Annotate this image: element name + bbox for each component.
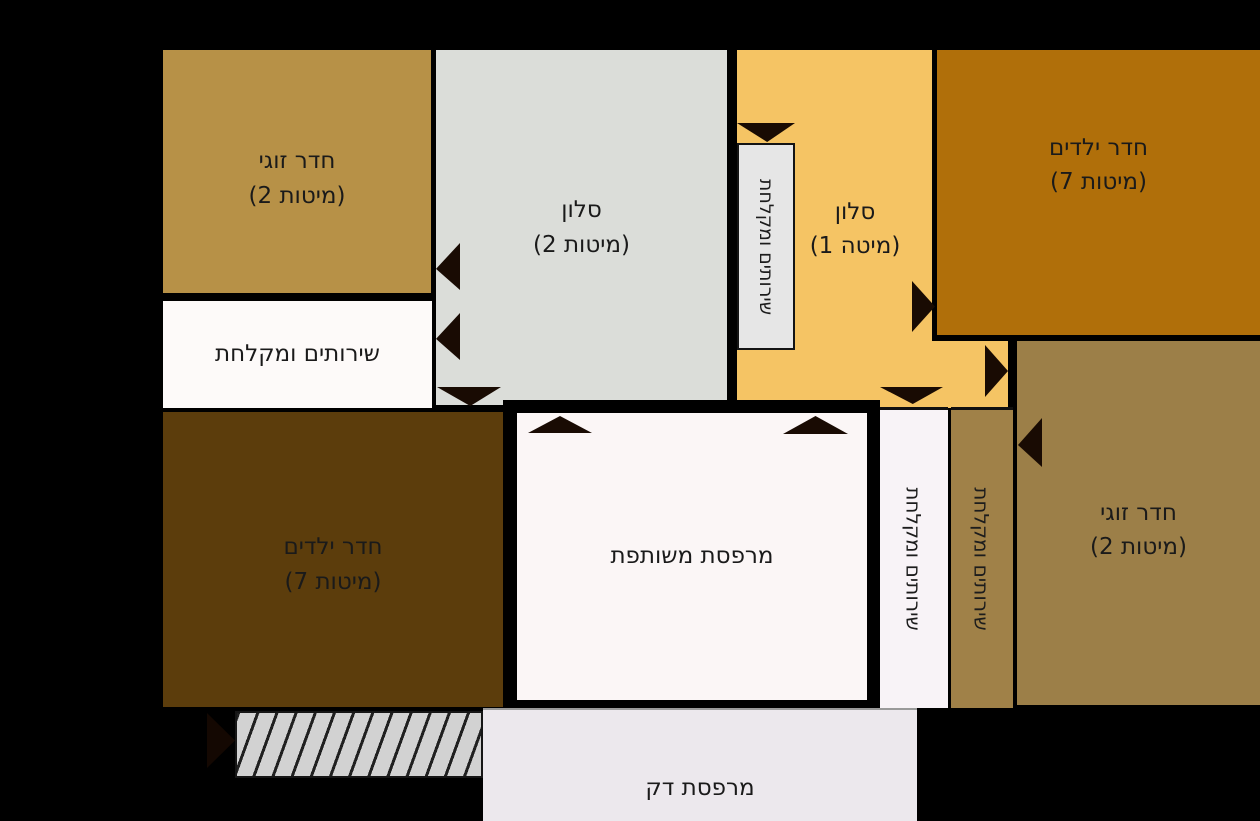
room-shared-balcony-walls: מרפסת משותפת: [503, 400, 880, 708]
room-label: סלון (2 מיטות): [533, 193, 630, 262]
room-beds: (1 מיטה): [809, 233, 901, 259]
room-name: חדר זוגי: [1100, 499, 1177, 526]
room-label: חדר זוגי (2 מיטות): [1090, 496, 1187, 565]
room-bathroom-west: שירותים ומקלחת: [163, 301, 432, 408]
room-deck-balcony: מרפסת דק: [483, 708, 917, 821]
room-bathroom-strip-outer: שירותים ומקלחת: [951, 407, 1013, 708]
room-label: מרפסת משותפת: [610, 539, 773, 574]
room-salon-center: סלון (2 מיטות): [436, 50, 727, 405]
room-shared-balcony: מרפסת משותפת: [517, 413, 867, 700]
room-children-top-right: חדר ילדים (7 מיטות): [937, 50, 1260, 335]
room-name: שירותים ומקלחת: [902, 487, 926, 631]
stairs-hatch-area: [235, 711, 483, 778]
room-label: חדר ילדים (7 מיטות): [1049, 131, 1148, 200]
room-label: חדר זוגי (2 מיטות): [249, 144, 346, 213]
room-beds: (2 מיטות): [533, 231, 630, 258]
room-name: סלון: [834, 198, 876, 225]
room-beds: (2 מיטות): [1090, 534, 1187, 560]
room-name: חדר ילדים: [283, 534, 383, 560]
room-beds: (7 מיטות): [284, 568, 382, 595]
room-beds: (2 מיטות): [248, 182, 346, 209]
room-closet-salon-east: שירותים ומקלחת: [737, 143, 795, 350]
room-name: שירותים ומקלחת: [755, 178, 778, 315]
room-name: שירותים ומקלחת: [215, 341, 380, 368]
room-couple-top-left: חדר זוגי (2 מיטות): [163, 50, 431, 293]
room-couple-bottom-right: חדר זוגי (2 מיטות): [1017, 341, 1260, 705]
room-label: שירותים ומקלחת: [215, 337, 380, 372]
room-label: חדר ילדים (7 מיטות): [283, 530, 382, 599]
room-name: סלון: [561, 197, 602, 223]
room-label: סלון (1 מיטה): [810, 195, 901, 264]
door-swing-icon: [207, 713, 235, 768]
room-name: שירותים ומקלחת: [970, 487, 994, 631]
room-name: מרפסת דק: [645, 775, 755, 802]
room-name: חדר זוגי: [258, 148, 336, 174]
room-bathroom-strip-inner: שירותים ומקלחת: [880, 407, 948, 708]
room-beds: (7 מיטות): [1050, 169, 1147, 195]
room-children-top-right-walls: חדר ילדים (7 מיטות): [932, 50, 1260, 341]
room-name: מרפסת משותפת: [610, 543, 774, 570]
room-children-bottom-left: חדר ילדים (7 מיטות): [163, 412, 503, 707]
room-label: מרפסת דק: [645, 771, 754, 806]
room-name: חדר ילדים: [1048, 134, 1149, 161]
